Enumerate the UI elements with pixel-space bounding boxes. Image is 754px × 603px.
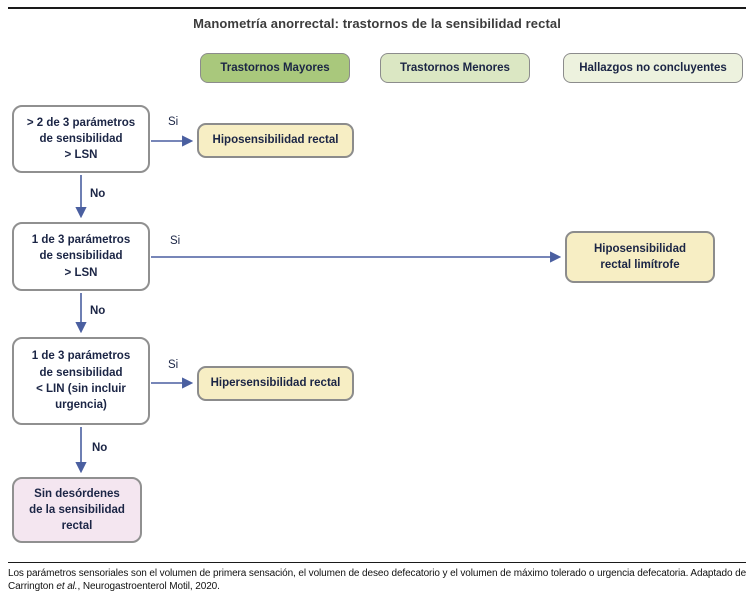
edge-label-no-1: No [90, 188, 106, 200]
footnote: Los parámetros sensoriales son el volume… [8, 567, 748, 593]
outcome-sin-desordenes: Sin desórdenes de la sensibilidad rectal [12, 477, 142, 543]
edge-label-si-1: Si [168, 116, 179, 128]
legend-trastornos-mayores: Trastornos Mayores [200, 53, 350, 83]
footnote-text-2: , Neurogastroenterol Motil, 2020. [77, 581, 220, 592]
footnote-text-1: Los parámetros sensoriales son el volume… [8, 568, 747, 592]
outcome-hipersensibilidad-rectal: Hipersensibilidad rectal [197, 366, 354, 401]
footnote-et-al: et al. [56, 581, 78, 592]
decision-gt2-of-3-params: > 2 de 3 parámetros de sensibilidad > LS… [12, 105, 150, 173]
edge-label-si-3: Si [168, 359, 179, 371]
outcome-hiposensibilidad-rectal: Hiposensibilidad rectal [197, 123, 354, 158]
diagram-title: Manometría anorrectal: trastornos de la … [193, 16, 561, 31]
legend-trastornos-menores: Trastornos Menores [380, 53, 530, 83]
outcome-hiposensibilidad-rectal-limitrofe: Hiposensibilidad rectal limítrofe [565, 231, 715, 283]
edge-label-no-2: No [90, 305, 106, 317]
decision-1-of-3-params-gt-lsn: 1 de 3 parámetros de sensibilidad > LSN [12, 222, 150, 291]
edge-label-si-2: Si [170, 235, 181, 247]
legend-hallazgos-no-concluyentes: Hallazgos no concluyentes [563, 53, 743, 83]
top-rule [8, 7, 746, 9]
decision-1-of-3-params-lt-lin: 1 de 3 parámetros de sensibilidad < LIN … [12, 337, 150, 425]
edge-label-no-3: No [92, 442, 108, 454]
bottom-rule [8, 562, 746, 563]
